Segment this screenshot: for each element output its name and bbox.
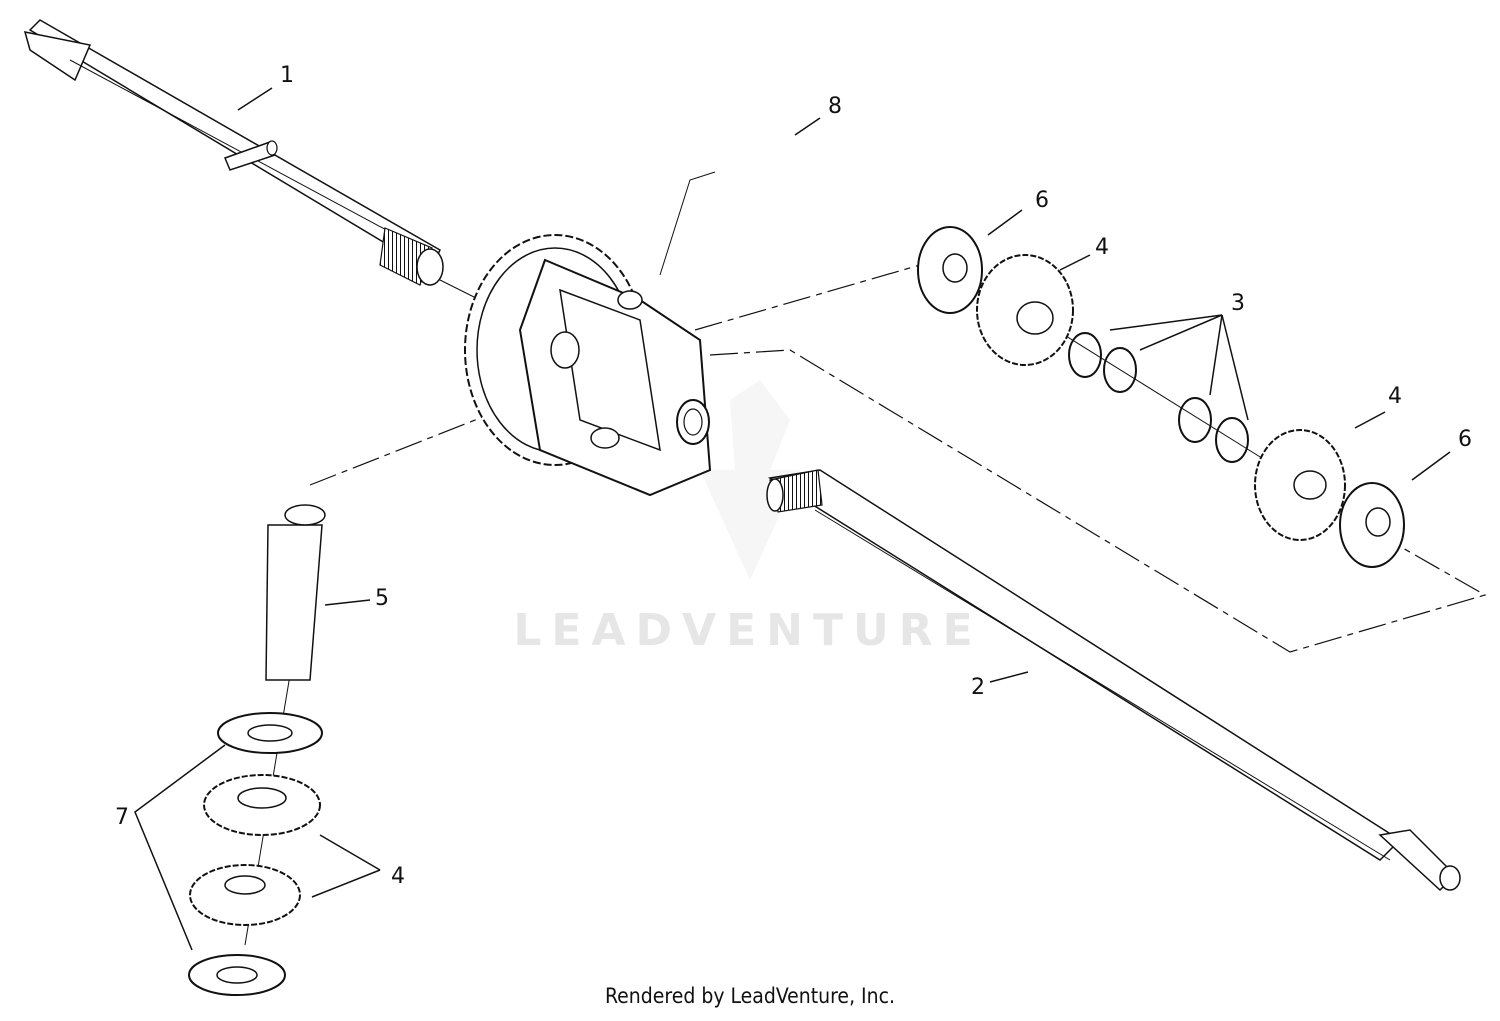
watermark: LEADVENTURE (513, 380, 982, 656)
callout-4-lower: 4 (391, 864, 405, 889)
cross-pin-5 (265, 504, 326, 681)
callout-3: 3 (1231, 291, 1245, 316)
callout-4-right: 4 (1388, 384, 1402, 409)
assembly-lines (309, 264, 1487, 653)
watermark-logo-icon (700, 380, 800, 580)
callout-labels: 1 8 6 4 3 4 6 5 2 7 4 (115, 63, 1472, 889)
footer-credit: Rendered by LeadVenture, Inc. (605, 984, 895, 1008)
axle-shaft-1 (23, 19, 444, 286)
callout-1: 1 (280, 63, 294, 88)
callout-7: 7 (115, 805, 129, 830)
pin-8 (224, 140, 278, 171)
watermark-text: LEADVENTURE (513, 605, 982, 656)
callout-8: 8 (828, 94, 842, 119)
right-gear-stack (917, 226, 1405, 568)
callout-4-upper: 4 (1095, 235, 1109, 260)
differential-housing (464, 234, 712, 497)
callout-6-right: 6 (1458, 427, 1472, 452)
leader-lines (134, 87, 1451, 951)
axle-shaft-2 (766, 469, 1461, 892)
callout-2: 2 (971, 675, 985, 700)
lower-gear-stack (188, 712, 323, 996)
callout-5: 5 (375, 586, 389, 611)
callout-6-upper: 6 (1035, 188, 1049, 213)
